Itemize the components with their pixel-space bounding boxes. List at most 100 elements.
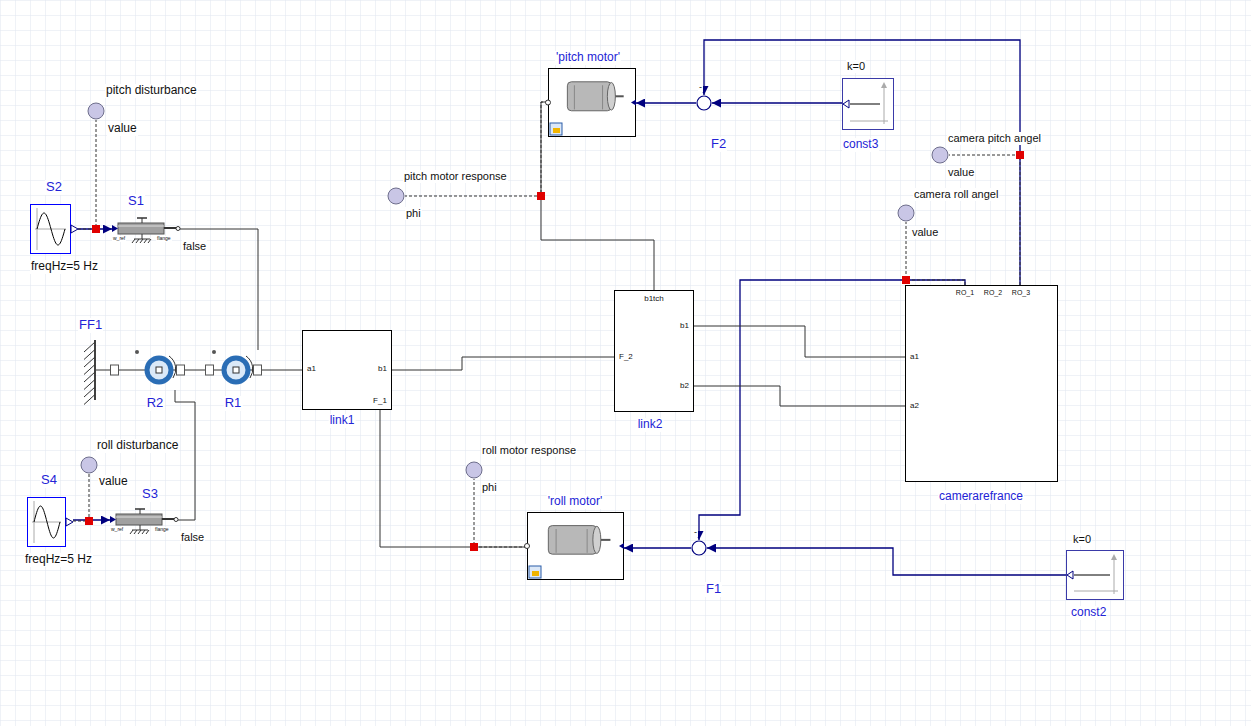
signal-connector — [704, 40, 1020, 285]
fixed-symbol — [78, 340, 96, 400]
revolute-joint: R1 — [205, 350, 262, 390]
link-block: b1tchb1b2F_2link2 — [614, 290, 694, 412]
pin-label: RO_2 — [983, 289, 1003, 297]
fb-symbol — [696, 95, 712, 111]
fixed-frame: FF1 — [78, 340, 96, 400]
output-connector: camera pitch angelvalue — [931, 146, 949, 164]
pin-label: b1tch — [643, 294, 665, 303]
constant-block: k=0const3 — [842, 78, 894, 130]
mechanical-connector — [694, 386, 905, 406]
feedback-node: -F2 — [696, 95, 712, 111]
component-name: camerarefrance — [938, 490, 1024, 504]
conn-symbol — [465, 461, 483, 479]
signal-connector — [636, 102, 696, 103]
output-connector: roll disturbancevalue — [80, 456, 98, 474]
signal-name: roll disturbance — [96, 439, 179, 453]
signal-connector — [707, 548, 1066, 575]
conn-symbol — [80, 456, 98, 474]
measurement-connector — [78, 120, 96, 229]
signal-name: roll motor response — [481, 444, 577, 457]
pin-label: RO_3 — [1011, 289, 1031, 297]
mechanical-connector — [380, 410, 527, 547]
motor-symbol — [527, 512, 624, 580]
output-connector: pitch disturbancevalue — [87, 102, 105, 120]
parameter-value: freqHz=5 Hz — [24, 553, 93, 567]
pin-label: a1 — [909, 352, 920, 361]
motor-block: 'roll motor' — [527, 512, 624, 580]
component-name: 'roll motor' — [547, 495, 604, 509]
parameter-value: k=0 — [846, 60, 866, 73]
component-name: FF1 — [78, 318, 103, 333]
sine-symbol — [30, 204, 78, 254]
signal-name: camera pitch angel — [947, 132, 1042, 145]
mechanical-connector — [262, 370, 302, 371]
output-connector: camera roll angelvalue — [897, 204, 915, 222]
signal-name: value — [107, 122, 138, 136]
parameter-value: false — [180, 531, 205, 544]
component-name: link2 — [637, 418, 664, 432]
output-connector: roll motor responsephi — [465, 461, 483, 479]
signal-name: value — [947, 166, 975, 179]
sine-symbol — [27, 497, 73, 547]
signal-name: pitch motor response — [403, 170, 508, 183]
mechanical-connector — [185, 370, 205, 371]
measurement-connector — [73, 474, 89, 521]
sign-label: - — [698, 82, 703, 92]
pin-label: w_ref — [110, 527, 124, 533]
motor-block: 'pitch motor' — [548, 68, 636, 137]
component-name: S4 — [40, 473, 58, 488]
mechanical-connector — [96, 370, 110, 371]
constant-block: k=0const2 — [1066, 550, 1124, 600]
mechanical-connector — [175, 390, 195, 520]
component-name: 'pitch motor' — [555, 51, 621, 65]
conn-symbol — [387, 187, 405, 205]
block-symbol — [614, 290, 694, 412]
rev-symbol — [110, 350, 185, 390]
conn-symbol — [87, 102, 105, 120]
mechanical-connector — [392, 357, 614, 370]
parameter-value: freqHz=5 Hz — [30, 260, 99, 274]
component-name: const2 — [1070, 606, 1107, 620]
component-name: F2 — [710, 137, 727, 152]
mechanical-connector — [180, 229, 258, 350]
act-symbol — [110, 509, 178, 541]
revolute-joint: R2 — [110, 350, 185, 390]
block-symbol — [905, 285, 1058, 482]
pin-label: RO_1 — [955, 289, 975, 297]
fb-symbol — [691, 540, 707, 556]
component-name: S1 — [127, 194, 145, 209]
parameter-value: false — [182, 240, 207, 253]
signal-connector — [712, 102, 842, 103]
act-symbol — [112, 218, 180, 250]
position-actuator: S3w_refflangefalse — [110, 509, 178, 541]
parameter-value: k=0 — [1072, 533, 1092, 546]
pin-label: a1 — [306, 364, 317, 373]
conn-symbol — [897, 204, 915, 222]
sine-source: S2freqHz=5 Hz — [30, 204, 78, 254]
const-symbol — [1066, 550, 1124, 600]
component-name: F1 — [705, 582, 722, 597]
signal-name: value — [98, 475, 129, 489]
measurement-connector — [906, 222, 965, 285]
pin-label: b2 — [679, 381, 690, 390]
pin-label: b1 — [377, 364, 388, 373]
pin-label: w_ref — [112, 236, 126, 242]
position-actuator: S1w_refflangefalse — [112, 218, 180, 250]
pin-label: F_2 — [618, 352, 634, 361]
component-name: const3 — [842, 138, 879, 152]
pin-label: F_1 — [372, 396, 388, 405]
junction-dots — [85, 151, 1024, 551]
motor-symbol — [548, 68, 636, 137]
rev-symbol — [205, 350, 262, 390]
signal-name: value — [911, 226, 939, 239]
component-name: link1 — [329, 414, 356, 428]
pin-label: b1 — [679, 321, 690, 330]
pin-label: flange — [156, 236, 172, 242]
feedback-node: -F1 — [691, 540, 707, 556]
sine-source: S4freqHz=5 Hz — [27, 497, 73, 547]
component-name: S3 — [141, 487, 159, 502]
mechanical-connector — [694, 326, 905, 357]
signal-name: pitch disturbance — [105, 84, 198, 98]
sign-label: - — [693, 527, 698, 537]
signal-name: camera roll angel — [913, 188, 999, 201]
